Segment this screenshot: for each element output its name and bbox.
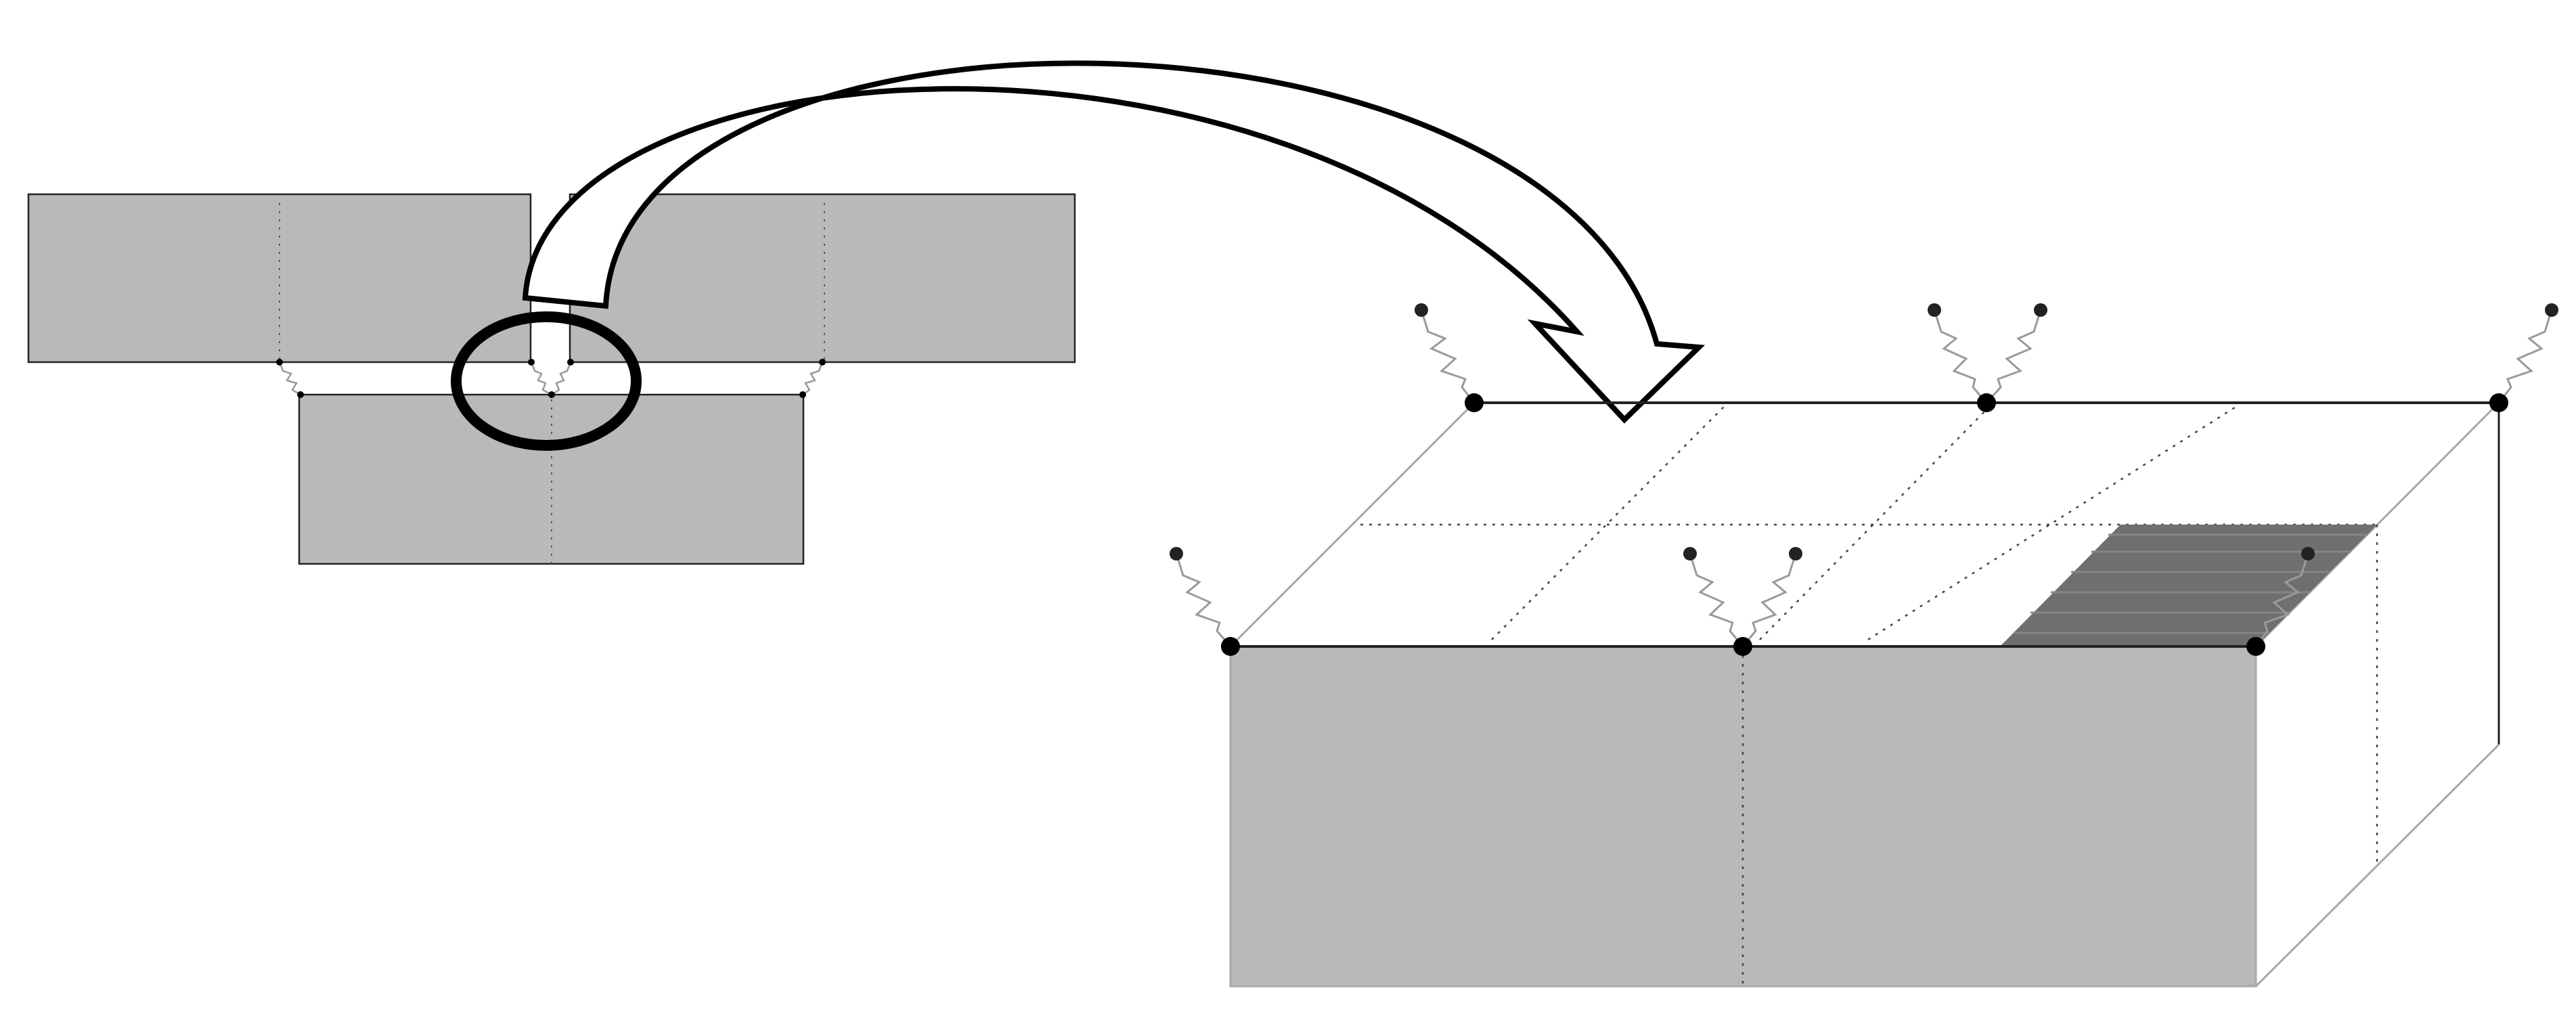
- zigzag-spring-icon: [1420, 309, 1475, 403]
- filled-circle-node-icon: [1789, 547, 1802, 560]
- curved-arrow-icon: [522, 60, 1706, 424]
- filled-circle-node-icon: [1683, 547, 1697, 560]
- hidden-line: [1491, 405, 1725, 640]
- hidden-line: [1867, 405, 2238, 641]
- zigzag-spring-icon: [1689, 553, 1744, 647]
- filled-circle-node-icon: [2301, 547, 2315, 560]
- spring-anchors: [1170, 303, 2558, 560]
- spring-center-b: [551, 361, 572, 396]
- filled-circle-node-icon: [1928, 303, 1941, 317]
- spring-right-outer: [802, 361, 824, 396]
- node: [819, 359, 826, 366]
- zigzag-spring-icon: [1175, 553, 1232, 647]
- right-face-bottom-edge: [2255, 743, 2500, 988]
- top-face-left-edge: [1229, 401, 1475, 648]
- node: [548, 391, 555, 398]
- hidden-line: [1759, 405, 1991, 640]
- contact-patch: [2000, 525, 2377, 646]
- filled-circle-node-icon: [2246, 637, 2265, 656]
- filled-circle-node-icon: [1465, 393, 1484, 412]
- filled-circle-node-icon: [2489, 393, 2508, 412]
- node: [567, 359, 574, 366]
- springs: [1175, 309, 2553, 647]
- node: [276, 359, 283, 366]
- zigzag-spring-icon: [2497, 309, 2553, 403]
- node: [297, 391, 304, 398]
- upper-right-block: [569, 193, 1076, 363]
- node: [799, 391, 806, 398]
- ellipse-highlight-icon: [451, 311, 642, 451]
- contact-patch-stripes: [2014, 533, 2368, 634]
- zigzag-spring-icon: [1741, 553, 1797, 647]
- left-2d-view: [27, 193, 1076, 565]
- filled-circle-node-icon: [1733, 637, 1752, 656]
- filled-circle-node-icon: [2034, 303, 2047, 317]
- filled-circle-node-icon: [2545, 303, 2558, 317]
- filled-circle-node-icon: [1977, 393, 1996, 412]
- filled-circle-node-icon: [1170, 547, 1183, 560]
- node: [528, 359, 535, 366]
- zigzag-spring-icon: [2255, 553, 2309, 647]
- right-3d-view: [1170, 303, 2558, 988]
- zigzag-spring-icon: [1933, 309, 1988, 403]
- filled-circle-node-icon: [1415, 303, 1428, 317]
- zigzag-spring-icon: [1985, 309, 2042, 404]
- slab-nodes: [1221, 393, 2508, 656]
- spring-center-a: [530, 361, 552, 396]
- filled-circle-node-icon: [1221, 637, 1240, 656]
- spring-left-outer: [278, 361, 301, 396]
